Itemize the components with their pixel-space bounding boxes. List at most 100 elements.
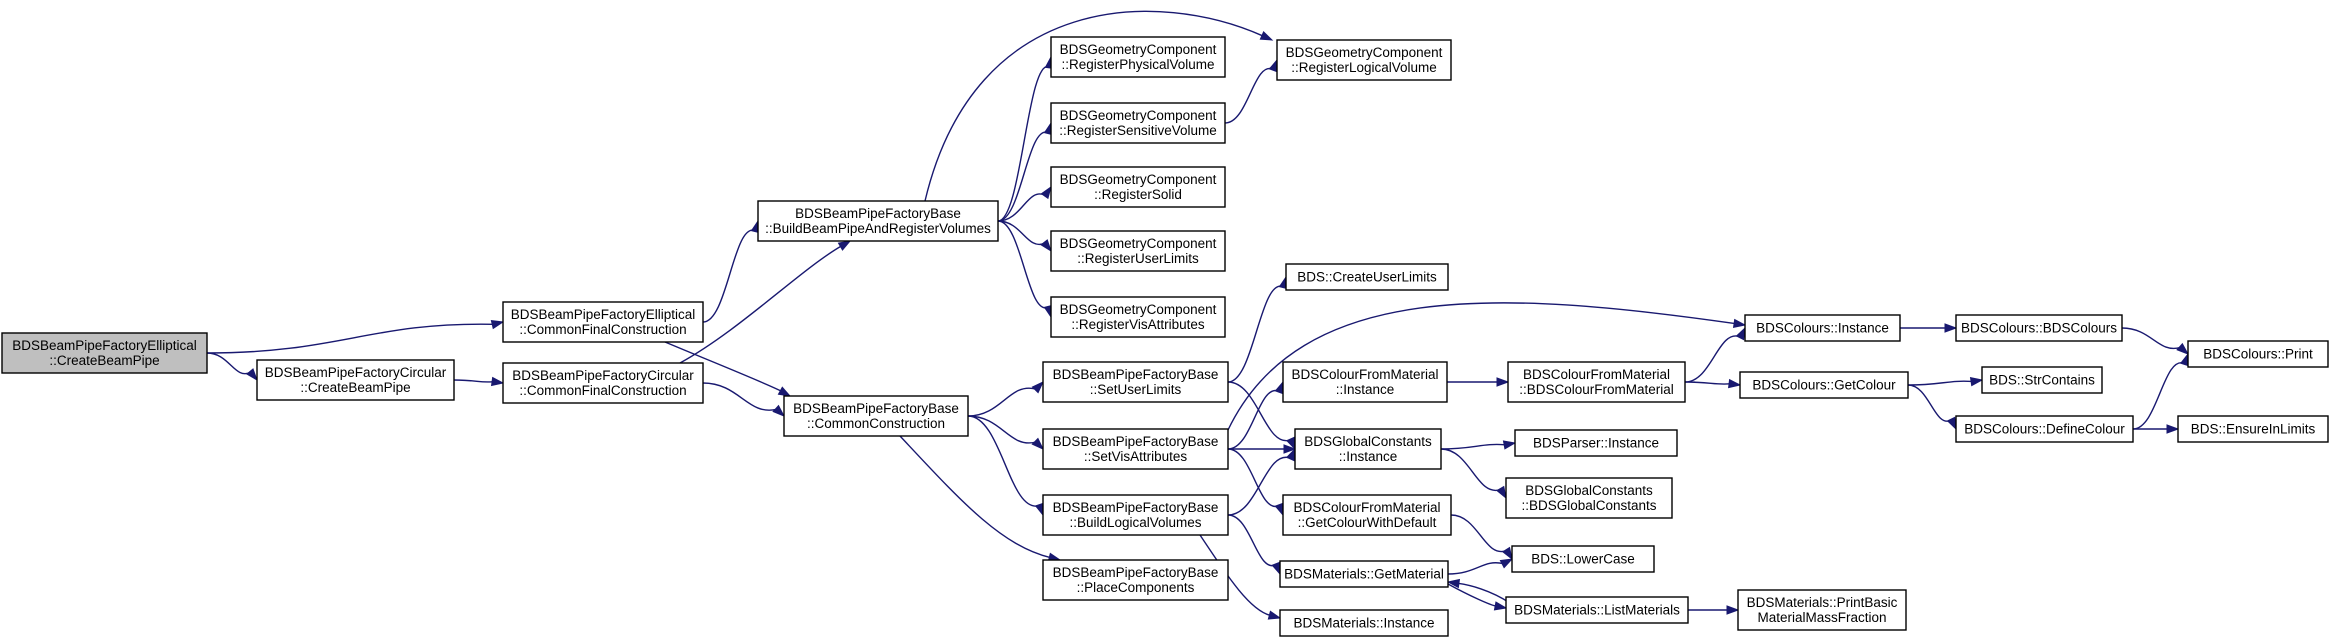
edge-arrowhead (246, 368, 258, 382)
node-reg-sens[interactable]: BDSGeometryComponent::RegisterSensitiveV… (1050, 102, 1226, 144)
node-bds-cul[interactable]: BDS::CreateUserLimits (1285, 263, 1449, 291)
edge-arrowhead (1274, 380, 1284, 395)
node-reg-vis[interactable]: BDSGeometryComponent::RegisterVisAttribu… (1050, 296, 1226, 338)
node-label: BDSColourFromMaterial (1291, 367, 1438, 382)
node-box (1285, 263, 1449, 291)
node-build-bpr[interactable]: BDSBeamPipeFactoryBase::BuildBeamPipeAnd… (757, 200, 999, 242)
node-label: ::RegisterLogicalVolume (1291, 60, 1437, 75)
edge-line (967, 415, 1040, 507)
edge-arrowhead (1268, 58, 1278, 73)
edge-line (997, 220, 1046, 246)
edge-arrowhead (490, 376, 505, 387)
edge-line (1224, 67, 1274, 124)
node-ell-cfc[interactable]: BDSBeamPipeFactoryElliptical::CommonFina… (502, 301, 704, 343)
edge-arrowhead (1499, 558, 1514, 569)
node-str-contains[interactable]: BDS::StrContains (1981, 366, 2103, 394)
node-label: BDSColours::DefineColour (1964, 422, 2125, 437)
node-cfm-ctor[interactable]: BDSColourFromMaterial::BDSColourFromMate… (1507, 361, 1686, 403)
edge-arrowhead (490, 320, 505, 330)
node-label: ::SetUserLimits (1090, 382, 1182, 397)
node-box (1042, 361, 1229, 403)
edge-col-define-to-ensure (2132, 424, 2180, 434)
node-box (1042, 494, 1229, 536)
edge-line (206, 352, 251, 375)
edge-line (2132, 362, 2186, 430)
node-circ-create[interactable]: BDSBeamPipeFactoryCircular::CreateBeamPi… (256, 359, 455, 401)
node-label: BDS::CreateUserLimits (1297, 270, 1437, 285)
node-set-vis[interactable]: BDSBeamPipeFactoryBase::SetVisAttributes (1042, 428, 1229, 470)
node-parser-inst[interactable]: BDSParser::Instance (1514, 429, 1678, 457)
node-circ-cfc[interactable]: BDSBeamPipeFactoryCircular::CommonFinalC… (502, 362, 704, 404)
node-label: BDSBeamPipeFactoryElliptical (12, 338, 197, 353)
node-label: BDSColourFromMaterial (1293, 500, 1440, 515)
edge-common-c-to-set-vis (967, 415, 1045, 451)
node-label: BDSMaterials::Instance (1293, 616, 1434, 631)
node-gc-inst[interactable]: BDSGlobalConstants::Instance (1294, 428, 1442, 470)
edge-arrowhead (1496, 485, 1507, 500)
node-common-c[interactable]: BDSBeamPipeFactoryBase::CommonConstructi… (783, 395, 969, 437)
edge-arrowhead (1031, 380, 1045, 394)
node-box (2187, 340, 2329, 368)
node-label: BDSGeometryComponent (1060, 108, 1217, 123)
edge-line (1907, 384, 1952, 422)
edge-build-bpr-to-reg-solid (997, 185, 1052, 222)
node-reg-solid[interactable]: BDSGeometryComponent::RegisterSolid (1050, 166, 1226, 208)
edge-arrowhead (1501, 546, 1513, 561)
node-label: ::CommonConstruction (807, 416, 945, 431)
node-label: BDSColours::Instance (1756, 321, 1889, 336)
edge-circ-cfc-to-common-c (702, 382, 786, 417)
edge-set-vis-to-cfm-gcwd (1227, 448, 1284, 517)
node-col-define[interactable]: BDSColours::DefineColour (1955, 415, 2134, 443)
edge-arrowhead (1267, 610, 1282, 620)
node-label: ::RegisterSensitiveVolume (1059, 123, 1217, 138)
node-cfm-gcwd[interactable]: BDSColourFromMaterial::GetColourWithDefa… (1282, 494, 1452, 536)
node-box (1507, 361, 1686, 403)
edge-ell-cfc-to-common-c (664, 341, 792, 397)
edge-arrowhead (1274, 502, 1284, 517)
node-place[interactable]: BDSBeamPipeFactoryBase::PlaceComponents (1042, 559, 1229, 601)
node-box (1050, 166, 1226, 208)
node-col-print[interactable]: BDSColours::Print (2187, 340, 2329, 368)
edge-line (1227, 381, 1292, 442)
node-build-lv[interactable]: BDSBeamPipeFactoryBase::BuildLogicalVolu… (1042, 494, 1229, 536)
node-reg-log[interactable]: BDSGeometryComponent::RegisterLogicalVol… (1276, 39, 1452, 81)
node-gc-ctor[interactable]: BDSGlobalConstants::BDSGlobalConstants (1505, 477, 1673, 519)
edge-arrowhead (1728, 378, 1742, 389)
node-col-inst[interactable]: BDSColours::Instance (1744, 314, 1901, 342)
edge-ell-create-to-circ-create (206, 352, 258, 382)
node-box (1282, 361, 1448, 403)
node-mat-get[interactable]: BDSMaterials::GetMaterial (1279, 560, 1449, 588)
node-box (783, 395, 969, 437)
node-mat-print[interactable]: BDSMaterials::PrintBasicMaterialMassFrac… (1737, 589, 1907, 631)
node-ensure[interactable]: BDS::EnsureInLimits (2177, 415, 2329, 443)
edge-line (1457, 582, 1511, 604)
node-label: ::SetVisAttributes (1084, 449, 1188, 464)
edge-arrowhead (772, 404, 786, 417)
node-label: BDSGeometryComponent (1060, 172, 1217, 187)
node-mat-inst[interactable]: BDSMaterials::Instance (1279, 609, 1449, 637)
edge-line (1440, 448, 1502, 492)
edge-gc-inst-to-gc-ctor (1440, 448, 1507, 500)
node-box (2177, 415, 2329, 443)
node-label: ::RegisterPhysicalVolume (1061, 57, 1214, 72)
node-col-ctor[interactable]: BDSColours::BDSColours (1955, 314, 2123, 342)
edge-build-bpr-to-reg-ul (997, 220, 1052, 253)
edge-line (453, 379, 494, 383)
node-cfm-inst[interactable]: BDSColourFromMaterial::Instance (1282, 361, 1448, 403)
node-mat-list[interactable]: BDSMaterials::ListMaterials (1505, 596, 1689, 624)
edge-circ-cfc-to-build-bpr (679, 240, 852, 364)
node-box (1050, 296, 1226, 338)
node-set-ul[interactable]: BDSBeamPipeFactoryBase::SetUserLimits (1042, 361, 1229, 403)
node-reg-ul[interactable]: BDSGeometryComponent::RegisterUserLimits (1050, 230, 1226, 272)
edge-line (702, 229, 756, 323)
node-label: BDSGlobalConstants (1525, 483, 1653, 498)
node-label: ::PlaceComponents (1077, 580, 1195, 595)
node-col-get[interactable]: BDSColours::GetColour (1739, 371, 1909, 399)
node-label: BDSBeamPipeFactoryBase (1053, 500, 1219, 515)
edge-line (2121, 327, 2181, 350)
edge-build-lv-to-mat-inst (1199, 534, 1282, 620)
node-lower[interactable]: BDS::LowerCase (1511, 545, 1655, 573)
edge-set-vis-to-gc-inst (1228, 444, 1297, 454)
node-reg-phys[interactable]: BDSGeometryComponent::RegisterPhysicalVo… (1050, 36, 1226, 78)
node-ell-create[interactable]: BDSBeamPipeFactoryElliptical::CreateBeam… (1, 332, 208, 374)
